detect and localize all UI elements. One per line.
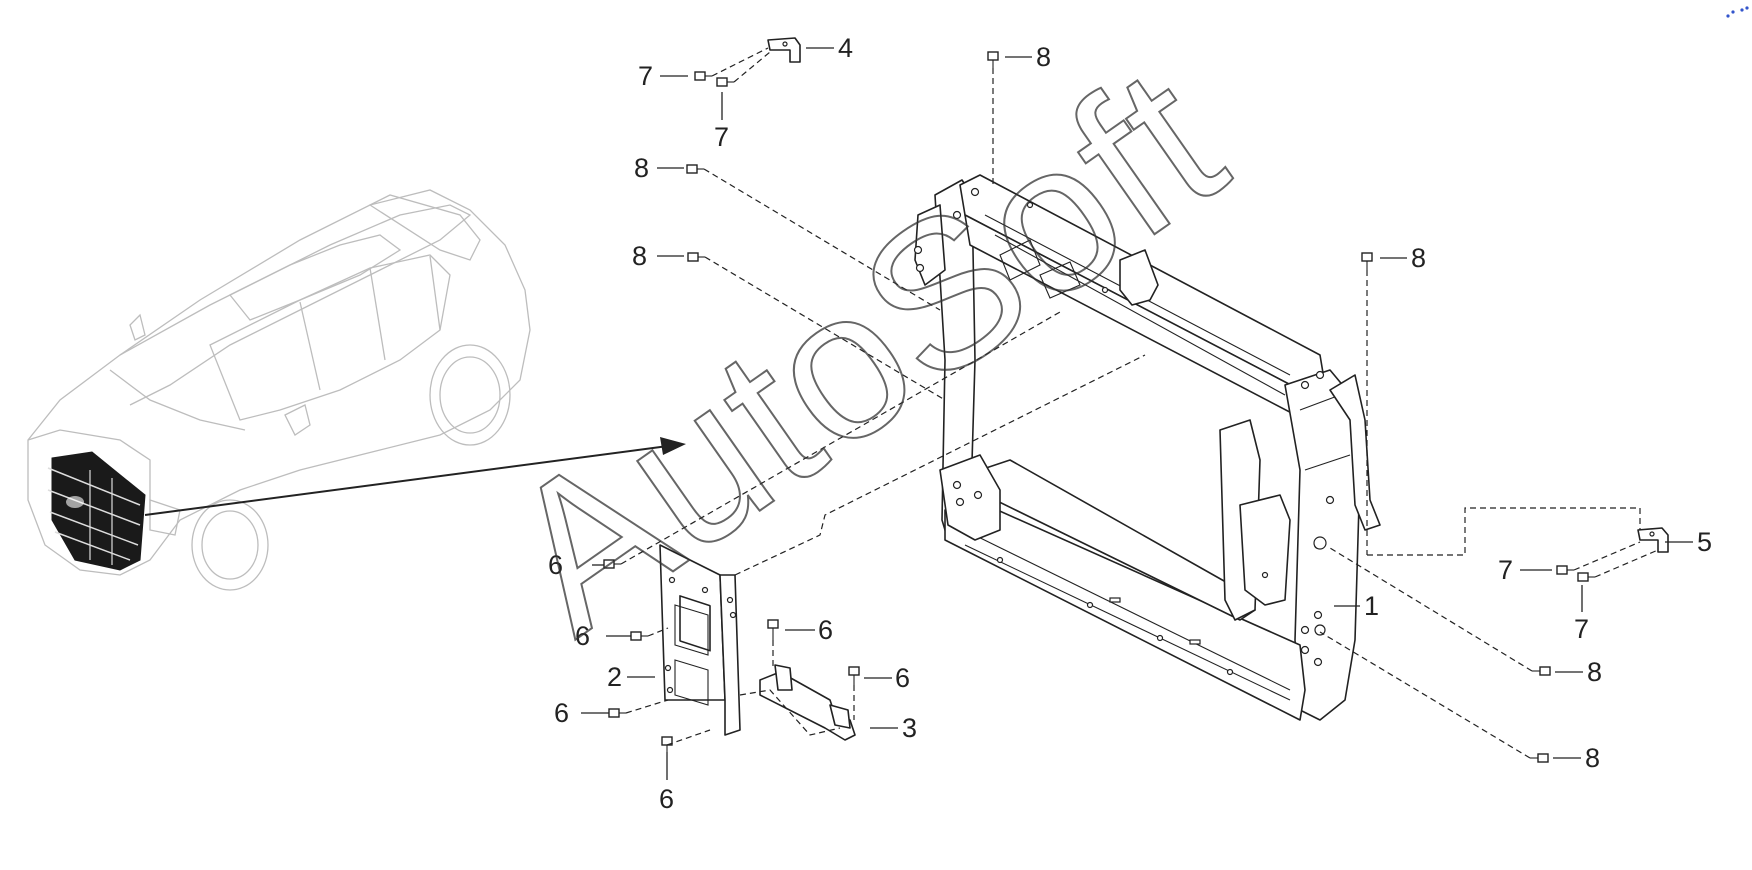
bolt-6-c (767, 619, 779, 640)
label-6f: 6 (659, 784, 674, 814)
label-8d: 8 (1411, 243, 1426, 273)
label-8a: 8 (1036, 42, 1051, 72)
bracket-4 (767, 37, 801, 63)
leader-lines (581, 47, 1693, 780)
fasteners (603, 51, 1595, 763)
reference-vehicle (27, 189, 531, 591)
bolt-6-d (848, 666, 860, 685)
label-5: 5 (1697, 527, 1712, 557)
bolt-6-e (608, 708, 626, 718)
label-8c: 8 (632, 241, 647, 271)
label-2: 2 (607, 662, 622, 692)
label-8b: 8 (634, 153, 649, 183)
bolt-8-left-a (686, 164, 704, 174)
alignment-lines (620, 47, 1659, 759)
label-6e: 6 (554, 698, 569, 728)
bracket-5 (1637, 527, 1669, 553)
bolt-8-left-b (687, 252, 705, 262)
side-bracket (659, 544, 741, 736)
label-7a: 7 (638, 61, 653, 91)
bolt-8-right-a (1532, 666, 1551, 676)
label-6a: 6 (548, 550, 563, 580)
label-1: 1 (1364, 591, 1379, 621)
label-7c: 7 (1498, 555, 1513, 585)
grille-highlight (51, 451, 146, 571)
corner-mark (1726, 6, 1749, 18)
radiator-support-frame (913, 174, 1381, 721)
label-6b: 6 (575, 621, 590, 651)
bolt-7-left-b (716, 77, 734, 87)
bolt-7-right-b (1577, 572, 1595, 582)
label-8e: 8 (1587, 657, 1602, 687)
callout-labels: 1 2 3 4 5 6 6 6 6 6 6 7 7 7 7 8 8 8 8 8 … (548, 33, 1712, 814)
bolt-8-right-top (1361, 252, 1373, 270)
label-6d: 6 (895, 663, 910, 693)
bolt-8-right-b (1530, 753, 1549, 763)
location-arrow (144, 437, 686, 516)
label-4: 4 (838, 33, 853, 63)
label-7d: 7 (1574, 614, 1589, 644)
label-7b: 7 (714, 122, 729, 152)
label-8f: 8 (1585, 743, 1600, 773)
bolt-7-left-a (694, 71, 712, 81)
label-6c: 6 (818, 615, 833, 645)
lower-brace (759, 664, 856, 741)
bolt-8-top (987, 51, 999, 68)
bolt-6-a (603, 559, 621, 569)
bolt-7-right-a (1556, 565, 1574, 575)
label-3: 3 (902, 713, 917, 743)
